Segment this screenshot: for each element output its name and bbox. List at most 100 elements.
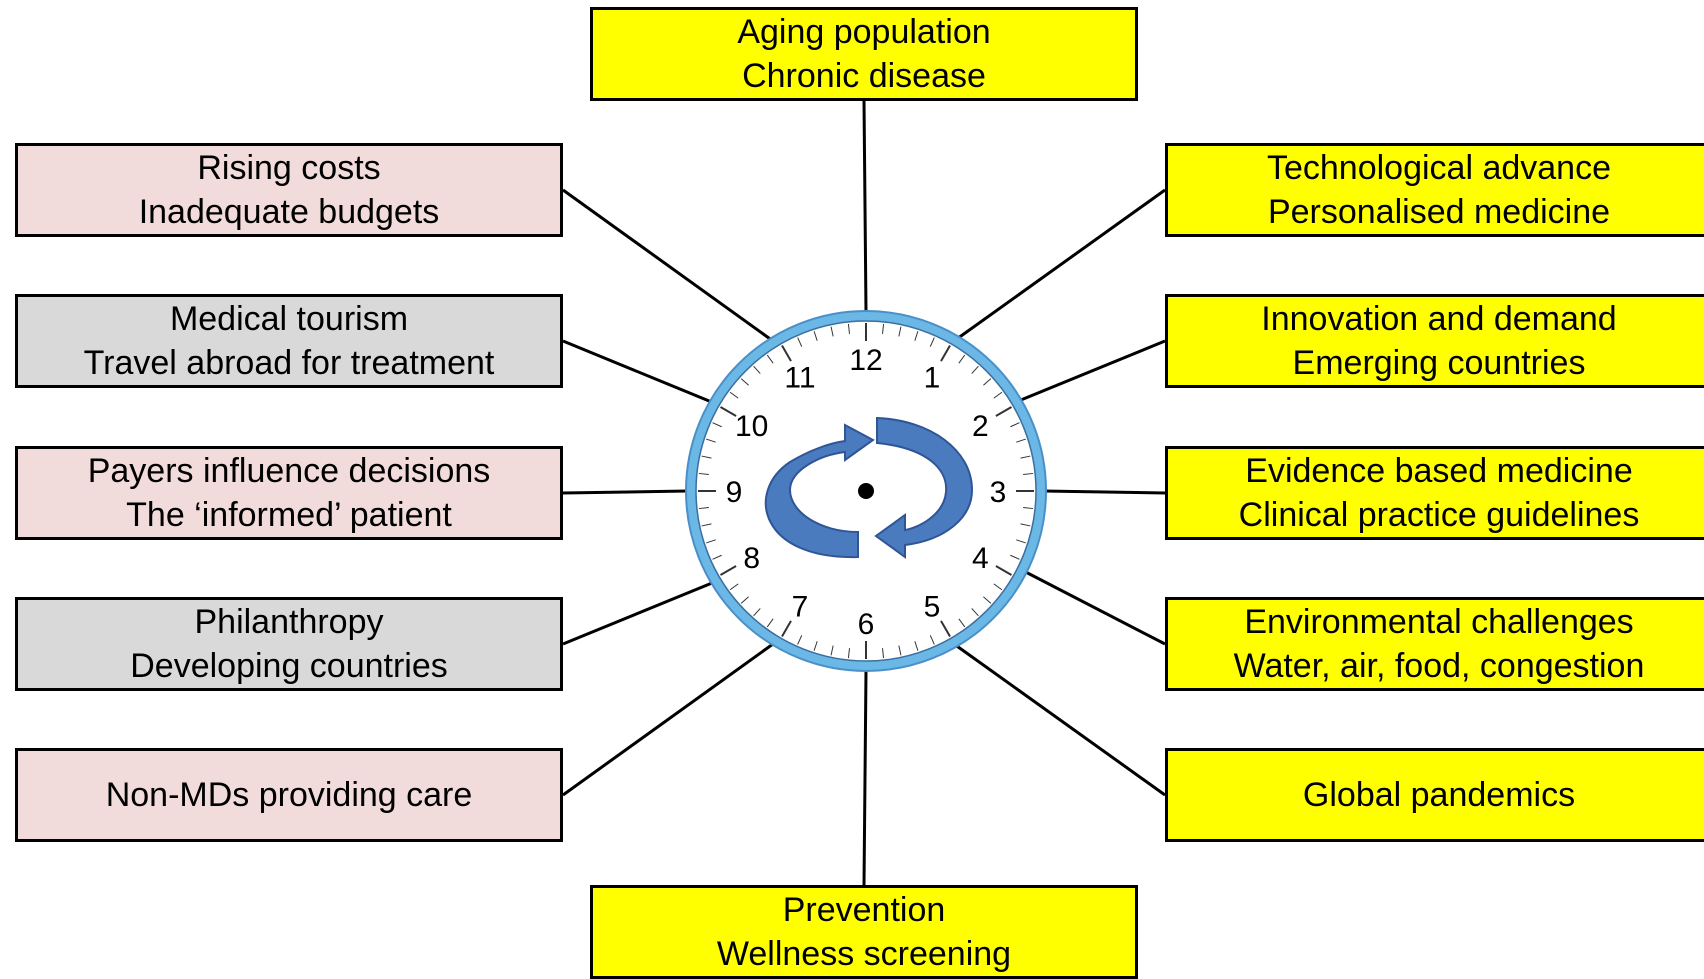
connector-bottom [862, 670, 868, 886]
box-technological-advance: Technological advance Personalised medic… [1165, 143, 1704, 237]
box-line: Rising costs [197, 149, 381, 187]
connector-left-2 [562, 339, 715, 405]
clock-major-tick [781, 620, 792, 637]
clock-minor-tick [1020, 455, 1031, 459]
connector-left-1 [562, 188, 774, 343]
box-line: The ‘informed’ patient [126, 496, 452, 534]
clock-major-tick [781, 345, 792, 362]
clock-minor-tick [1010, 554, 1020, 560]
clock-numeral: 8 [743, 542, 760, 575]
clock-minor-tick [983, 596, 992, 604]
box-line: Clinical practice guidelines [1238, 496, 1640, 534]
box-prevention: Prevention Wellness screening [590, 885, 1138, 979]
clock-ticks [698, 323, 1034, 659]
box-innovation-demand: Innovation and demand Emerging countries [1165, 294, 1704, 388]
clock-minor-tick [701, 455, 712, 459]
box-line: Technological advance [1266, 149, 1612, 187]
clock-minor-tick [929, 635, 935, 645]
clock-minor-tick [813, 331, 818, 341]
connector-left-5 [562, 642, 774, 797]
clock-minor-tick [847, 648, 850, 659]
clock-major-tick [720, 565, 737, 576]
clock-minor-tick [1016, 438, 1026, 443]
clock-major-tick [995, 565, 1012, 576]
clock-minor-tick [914, 641, 919, 651]
refresh-arrows-icon [764, 416, 974, 559]
clock-minor-tick [993, 583, 1003, 591]
box-line: Philanthropy [194, 603, 384, 641]
clock-minor-tick [898, 326, 902, 337]
clock-minor-tick [701, 523, 712, 527]
connector-top [862, 100, 868, 313]
clock-numeral: 6 [858, 608, 875, 641]
clock-minor-tick [914, 331, 919, 341]
clock-numeral: 1 [924, 362, 941, 395]
box-line: Payers influence decisions [87, 452, 491, 490]
clock-minor-tick [698, 507, 709, 510]
clock-numeral: 7 [792, 590, 809, 623]
clock-minor-tick [797, 635, 803, 645]
connector-right-4 [1015, 565, 1166, 646]
clock-minor-tick [706, 438, 716, 443]
clock-numeral: 9 [726, 476, 743, 509]
clock-minor-tick [929, 337, 935, 347]
connector-left-4 [562, 581, 713, 646]
clock-minor-tick [712, 554, 722, 560]
box-line: Aging population [737, 13, 991, 51]
box-line: Chronic disease [742, 57, 986, 95]
clock-minor-tick [1020, 523, 1031, 527]
box-environmental: Environmental challenges Water, air, foo… [1165, 597, 1704, 691]
clock-major-tick [940, 345, 951, 362]
box-global-pandemics: Global pandemics [1165, 748, 1704, 842]
connector-left-3 [562, 489, 689, 495]
clock-minor-tick [958, 618, 966, 628]
box-line: Personalised medicine [1267, 193, 1611, 231]
clock-minor-tick [830, 326, 834, 337]
arrow-left-icon [764, 423, 875, 559]
clock-minor-tick [958, 354, 966, 364]
clock-numeral: 10 [735, 410, 768, 443]
clock-minor-tick [813, 641, 818, 651]
clock-minor-tick [740, 596, 749, 604]
box-line: Global pandemics [1302, 776, 1576, 814]
box-non-mds: Non-MDs providing care [15, 748, 563, 842]
clock-minor-tick [1023, 472, 1034, 475]
clock-minor-tick [1023, 507, 1034, 510]
box-rising-costs: Rising costs Inadequate budgets [15, 143, 563, 237]
box-line: Non-MDs providing care [105, 776, 473, 814]
clock-minor-tick [712, 422, 722, 428]
clock-minor-tick [698, 472, 709, 475]
connector-right-5 [953, 642, 1166, 797]
clock-minor-tick [971, 365, 979, 374]
box-line: Innovation and demand [1261, 300, 1617, 338]
box-line: Wellness screening [716, 935, 1012, 973]
box-aging-population: Aging population Chronic disease [590, 7, 1138, 101]
clock-minor-tick [740, 378, 749, 386]
clock-minor-tick [882, 648, 885, 659]
clock-minor-tick [882, 323, 885, 334]
box-line: Inadequate budgets [138, 193, 440, 231]
box-line: Environmental challenges [1244, 603, 1634, 641]
box-line: Developing countries [130, 647, 448, 685]
clock-minor-tick [1016, 539, 1026, 544]
connector-right-1 [953, 188, 1166, 343]
clock-minor-tick [706, 539, 716, 544]
clock-minor-tick [729, 391, 739, 399]
clock-center-dot [858, 483, 874, 499]
clock-numeral: 3 [990, 476, 1007, 509]
clock-numeral: 12 [849, 344, 882, 377]
clock-minor-tick [766, 354, 774, 364]
connector-lines [562, 100, 1166, 886]
clock-minor-tick [753, 608, 761, 617]
clock-minor-tick [971, 608, 979, 617]
clock-major-tick [720, 406, 737, 417]
box-line: Water, air, food, congestion [1233, 647, 1645, 685]
box-payers-influence: Payers influence decisions The ‘informed… [15, 446, 563, 540]
clock-minor-tick [983, 378, 992, 386]
connector-right-3 [1042, 489, 1166, 495]
box-line: Travel abroad for treatment [83, 344, 495, 382]
box-line: Prevention [782, 891, 946, 929]
